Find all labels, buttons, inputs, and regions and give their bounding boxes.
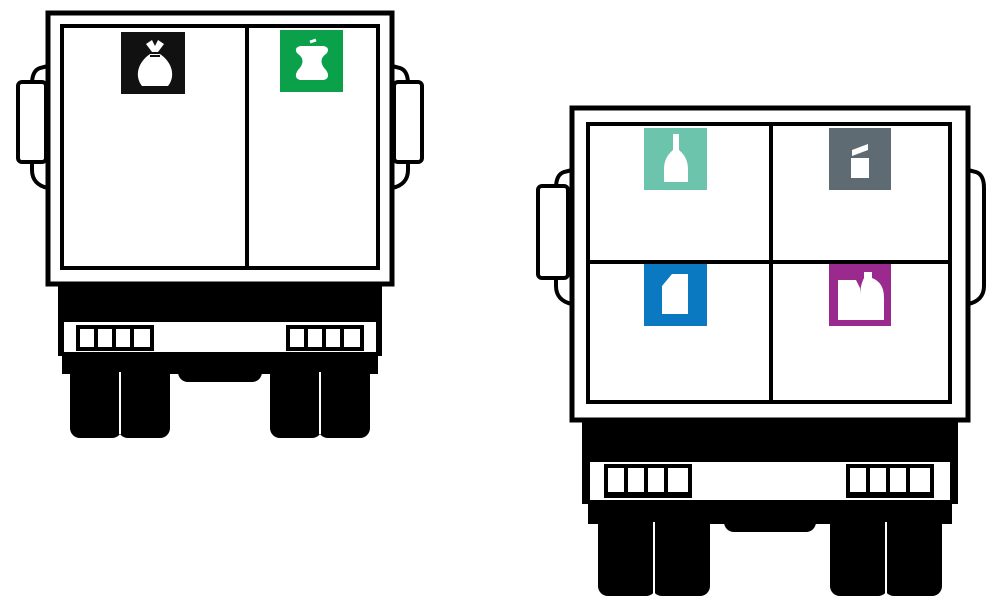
tail-light-right — [846, 464, 934, 498]
chassis — [58, 286, 382, 318]
wheel — [270, 362, 322, 438]
wheel — [830, 512, 888, 596]
tail-light-left — [604, 464, 692, 498]
bottle-icon — [644, 128, 707, 190]
tail-light-right — [286, 325, 364, 351]
wheel — [118, 362, 170, 438]
axle-housing — [178, 356, 262, 382]
can-icon — [829, 128, 891, 190]
apple-core-icon — [280, 30, 343, 92]
paper-icon — [644, 264, 707, 326]
chassis — [582, 422, 958, 458]
right-mirror-glass — [394, 82, 422, 162]
wheel — [318, 362, 370, 438]
wheel — [70, 362, 122, 438]
axle-housing — [724, 504, 816, 532]
left-mirror-glass — [538, 186, 568, 278]
truck-left — [18, 13, 422, 438]
tail-light-left — [76, 325, 154, 351]
wheel — [598, 512, 656, 596]
truck-right — [538, 108, 984, 596]
plastic-packaging-icon — [829, 264, 891, 326]
garbage-bag-icon — [121, 32, 185, 94]
left-mirror-glass — [18, 82, 46, 162]
wheel — [884, 512, 942, 596]
wheel — [652, 512, 710, 596]
